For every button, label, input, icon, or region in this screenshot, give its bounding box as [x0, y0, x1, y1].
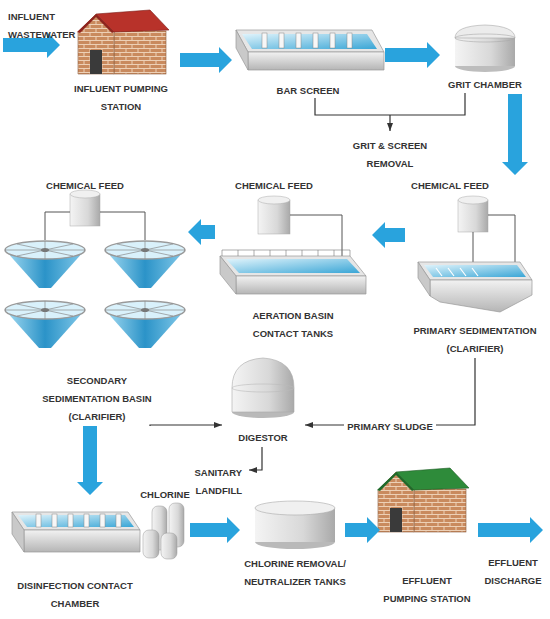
flow-label: EFFLUENT DISCHARGE [484, 557, 541, 586]
clarifier-tank [418, 196, 532, 312]
leader-arrow [249, 447, 262, 470]
flow-label: INFLUENT WASTEWATER [8, 11, 75, 40]
process-stage: EFFLUENT PUMPING STATION [380, 465, 475, 608]
stage-label: GRIT CHAMBER [448, 79, 522, 90]
process-stage: CHEMICAL FEED AERATION BASIN CONTACT TANK… [215, 175, 372, 343]
stage-label: PRIMARY SEDIMENTATION (CLARIFIER) [413, 325, 536, 354]
flow-arrow [188, 219, 215, 245]
pump-house [77, 10, 169, 74]
flow-label-wrap: CHLORINE [138, 484, 192, 502]
stage-label: INFLUENT PUMPING STATION [74, 83, 168, 112]
stage-label: SECONDARY SEDIMENTATION BASIN (CLARIFIER… [42, 375, 151, 422]
digester-tank [232, 358, 294, 418]
stage-label: DISINFECTION CONTACT CHAMBER [17, 580, 132, 609]
stage-label: AERATION BASIN CONTACT TANKS [252, 310, 333, 339]
flow-arrow [372, 222, 405, 248]
stage-label-wrap: GRIT CHAMBER [442, 74, 528, 92]
process-stage: DISINFECTION CONTACT CHAMBER [5, 495, 190, 613]
flow-label-wrap: INFLUENT WASTEWATER [8, 6, 80, 42]
chlorine-cylinders [143, 503, 184, 559]
sludge-line [305, 358, 475, 425]
sludge-line [150, 425, 222, 426]
process-stage: BAR SCREEN [232, 22, 385, 100]
stage-label-wrap: SECONDARY SEDIMENTATION BASIN (CLARIFIER… [32, 370, 162, 424]
stage-label-wrap: EFFLUENT PUMPING STATION [381, 570, 473, 606]
edge-label: PRIMARY SLUDGE [347, 421, 433, 432]
flow-arrow [345, 517, 380, 543]
process-stage: INFLUENT PUMPING STATION [62, 0, 180, 116]
stage-label: DIGESTOR [238, 432, 287, 443]
flow-arrow [385, 42, 440, 68]
flow-label: CHLORINE [140, 489, 190, 500]
flow-arrow [180, 47, 232, 73]
edge-label-wrap: PRIMARY SLUDGE [344, 416, 436, 434]
stage-label: BAR SCREEN [277, 85, 340, 96]
feed-heading: CHEMICAL FEED [46, 180, 124, 191]
secondary-clarifiers [5, 190, 185, 348]
bar-screen-basin [236, 30, 384, 70]
stage-label-wrap: AERATION BASIN CONTACT TANKS [233, 305, 353, 341]
pump-house [377, 468, 469, 532]
stage-label-wrap: DIGESTOR [223, 427, 303, 445]
flow-label-wrap: EFFLUENT DISCHARGE [482, 552, 544, 588]
stage-label-wrap: PRIMARY SEDIMENTATION (CLARIFIER) [407, 320, 543, 356]
feed-heading-wrap: CHEMICAL FEED [231, 175, 317, 193]
stage-label-wrap: BAR SCREEN [238, 80, 378, 98]
flow-arrow [502, 94, 528, 175]
leader-arrow [389, 115, 390, 131]
stage-label-wrap: DISINFECTION CONTACT CHAMBER [15, 575, 135, 611]
process-stage: CHLORINE REMOVAL/ NEUTRALIZER TANKS [240, 495, 345, 595]
flow-arrow [190, 517, 240, 543]
stage-label-wrap: CHLORINE REMOVAL/ NEUTRALIZER TANKS [243, 553, 347, 589]
stage-label: EFFLUENT PUMPING STATION [383, 575, 470, 604]
flow-label: GRIT & SCREEN REMOVAL [353, 140, 427, 169]
flow-label-wrap: GRIT & SCREEN REMOVAL [345, 135, 435, 171]
feed-heading-wrap: CHEMICAL FEED [407, 175, 493, 193]
feed-heading-wrap: CHEMICAL FEED [42, 175, 128, 193]
aeration-basin [220, 196, 366, 294]
process-stage: CHEMICAL FEED PRIMARY SEDIMENTATION (CLAR… [405, 175, 545, 358]
neutralizer-tank [255, 501, 335, 549]
flow-arrow [77, 426, 103, 495]
process-stage: DIGESTOR [222, 355, 305, 447]
flow-arrow [478, 517, 543, 543]
stage-label-wrap: INFLUENT PUMPING STATION [66, 78, 176, 114]
grit-tank [455, 25, 515, 72]
process-stage: CHEMICAL FEED SECONDARY SEDIMENTATION BAS… [5, 175, 188, 426]
process-stage: GRIT CHAMBER [440, 22, 530, 94]
contact-chamber [12, 503, 184, 559]
stage-label: CHLORINE REMOVAL/ NEUTRALIZER TANKS [244, 558, 346, 587]
leader-line [315, 93, 465, 115]
feed-heading: CHEMICAL FEED [235, 180, 313, 191]
flow-label: SANITARY LANDFILL [195, 467, 243, 496]
feed-heading: CHEMICAL FEED [411, 180, 489, 191]
